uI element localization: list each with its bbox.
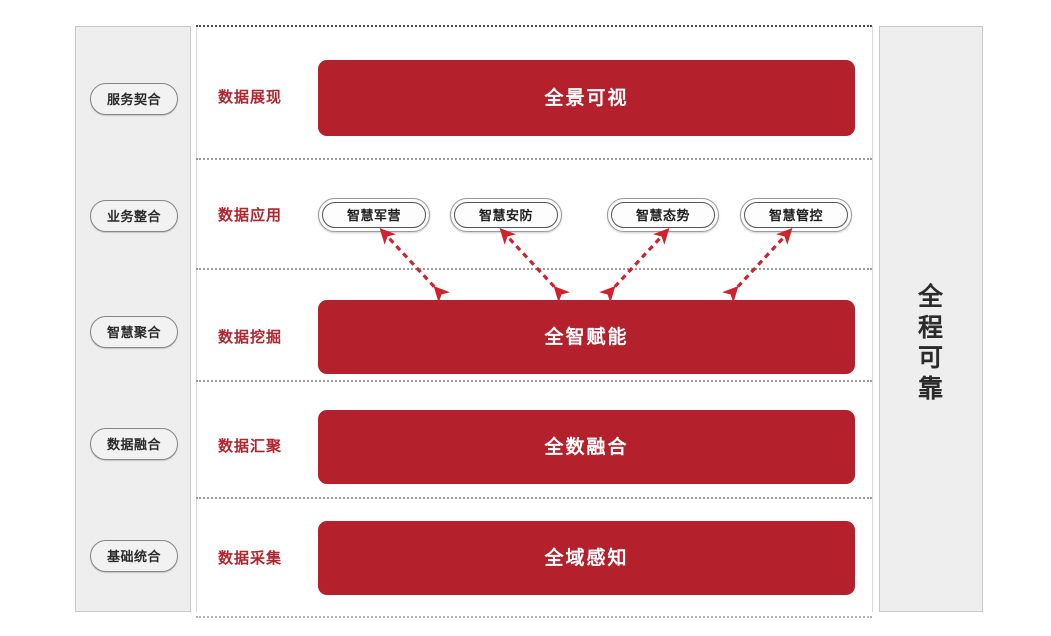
- divider-bottom: [196, 616, 872, 618]
- app-pill-label: 智慧管控: [768, 207, 823, 223]
- app-pill-label: 智慧军营: [346, 207, 401, 223]
- slogan-char: 可: [917, 344, 944, 372]
- divider-mining: [196, 380, 872, 382]
- divider-application: [196, 268, 872, 270]
- band-left-rule: [196, 26, 197, 612]
- right-slogan-column: 全 程 可 靠: [879, 26, 983, 612]
- slogan-char: 全: [917, 283, 944, 311]
- row-label-collection: 数据采集: [218, 550, 283, 567]
- band-right-rule: [872, 26, 873, 612]
- app-pill-label: 智慧安防: [478, 207, 533, 223]
- arrow-junying: [379, 228, 450, 303]
- vertical-slogan: 全 程 可 靠: [880, 282, 982, 404]
- stage-pill-label: 服务契合: [106, 91, 161, 107]
- app-pill-inner-ring: 智慧军营: [322, 202, 426, 228]
- red-bar-label: 全景可视: [544, 87, 629, 109]
- red-bar-label: 全域感知: [544, 547, 629, 569]
- divider-top: [196, 25, 872, 27]
- stage-pill-label: 业务整合: [106, 208, 161, 224]
- row-label-aggregation: 数据汇聚: [218, 438, 283, 455]
- divider-presentation: [196, 158, 872, 160]
- red-bar-quanshuronghe[interactable]: 全数融合: [318, 410, 855, 484]
- app-pill-inner-ring: 智慧管控: [744, 202, 848, 228]
- red-bar-quanyuganzhi[interactable]: 全域感知: [318, 521, 855, 595]
- stage-pill-label: 数据融合: [106, 436, 161, 452]
- stage-pill-shujuronghe[interactable]: 数据融合: [90, 428, 178, 460]
- red-bar-quanzhifuneng[interactable]: 全智赋能: [318, 300, 855, 374]
- app-pill-label: 智慧态势: [635, 207, 690, 223]
- red-bar-label: 全智赋能: [544, 326, 629, 348]
- stage-pill-label: 基础统合: [106, 548, 161, 564]
- divider-aggregation: [196, 497, 872, 499]
- row-label-mining: 数据挖掘: [218, 329, 283, 346]
- arrow-taishi: [599, 228, 670, 303]
- app-pill-inner-ring: 智慧态势: [611, 202, 715, 228]
- stage-pill-jichutonghe[interactable]: 基础统合: [90, 540, 178, 572]
- arrow-guankong: [722, 228, 793, 303]
- app-pill-inner-ring: 智慧安防: [454, 202, 558, 228]
- row-label-presentation: 数据展现: [218, 89, 283, 106]
- stage-pill-fuwuqihe[interactable]: 服务契合: [90, 83, 178, 115]
- red-bar-label: 全数融合: [544, 436, 629, 458]
- app-pill-zhihuianfang[interactable]: 智慧安防: [450, 198, 562, 232]
- app-pill-zhihuijunying[interactable]: 智慧军营: [318, 198, 430, 232]
- red-bar-quanjingkeshi[interactable]: 全景可视: [318, 60, 855, 136]
- left-stage-column: 服务契合 业务整合 智慧聚合 数据融合 基础统合: [75, 26, 191, 612]
- stage-pill-label: 智慧聚合: [106, 324, 161, 340]
- app-pill-zhihuitaishi[interactable]: 智慧态势: [607, 198, 719, 232]
- arrow-anfang: [499, 228, 570, 303]
- slogan-char: 靠: [917, 374, 944, 403]
- app-pill-zhihuiguankong[interactable]: 智慧管控: [740, 198, 852, 232]
- row-label-application: 数据应用: [218, 207, 283, 224]
- stage-pill-zhihuijuhe[interactable]: 智慧聚合: [90, 316, 178, 348]
- slogan-char: 程: [917, 313, 944, 342]
- stage-pill-yewuzhenghe[interactable]: 业务整合: [90, 200, 178, 232]
